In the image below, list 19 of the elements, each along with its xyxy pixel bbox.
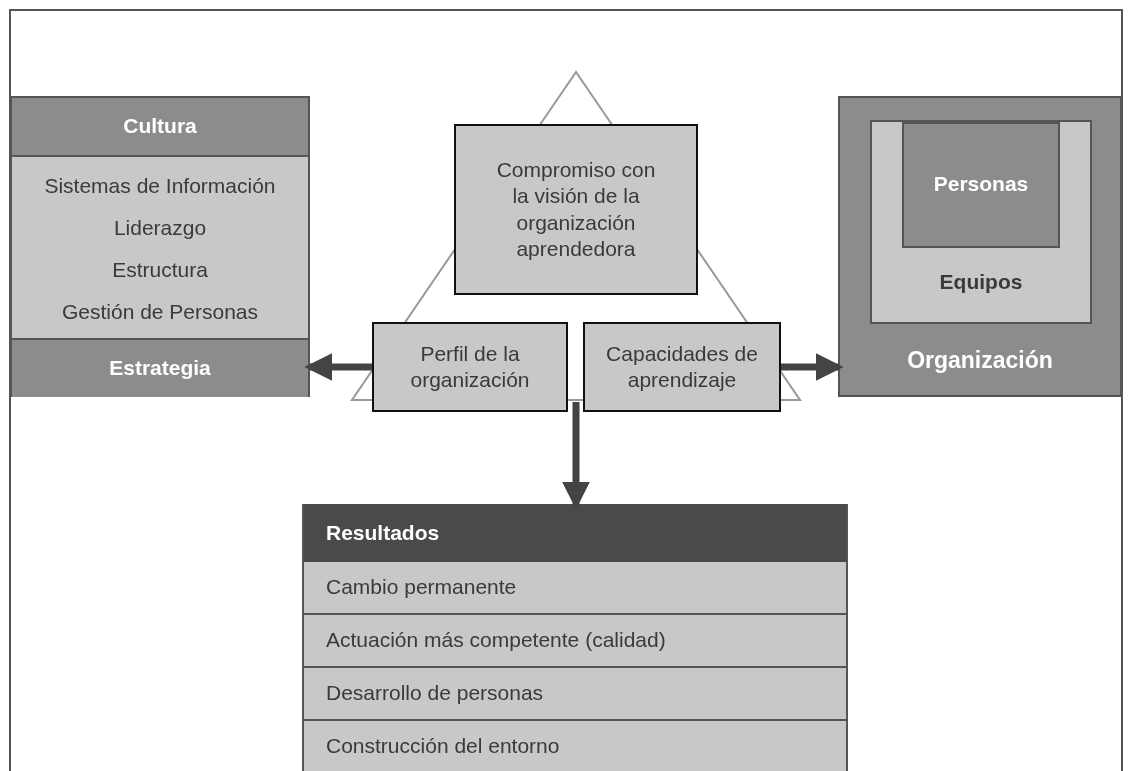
list-item: Estructura — [111, 256, 209, 283]
inner-panel — [870, 120, 1092, 324]
list-item: Sistemas de Información — [43, 172, 277, 199]
heading-band: Estrategia — [12, 338, 308, 397]
list-item: Liderazgo — [112, 214, 208, 241]
table-row: Construcción del entorno — [304, 721, 846, 771]
list-item: Gestión de Personas — [60, 298, 260, 325]
list-panel — [10, 96, 310, 397]
outer-panel — [838, 96, 1122, 397]
results-table — [302, 504, 848, 771]
core-box — [902, 122, 1060, 248]
table-row: Cambio permanente — [304, 562, 846, 613]
table-row: Actuación más competente (calidad) — [304, 615, 846, 666]
panel-label: Organización — [906, 345, 1054, 375]
box-text: Personas — [932, 170, 1030, 197]
table-header: Resultados — [304, 504, 846, 562]
panel-label: Equipos — [938, 268, 1024, 295]
heading-band: Cultura — [12, 98, 308, 157]
table-row: Desarrollo de personas — [304, 668, 846, 719]
